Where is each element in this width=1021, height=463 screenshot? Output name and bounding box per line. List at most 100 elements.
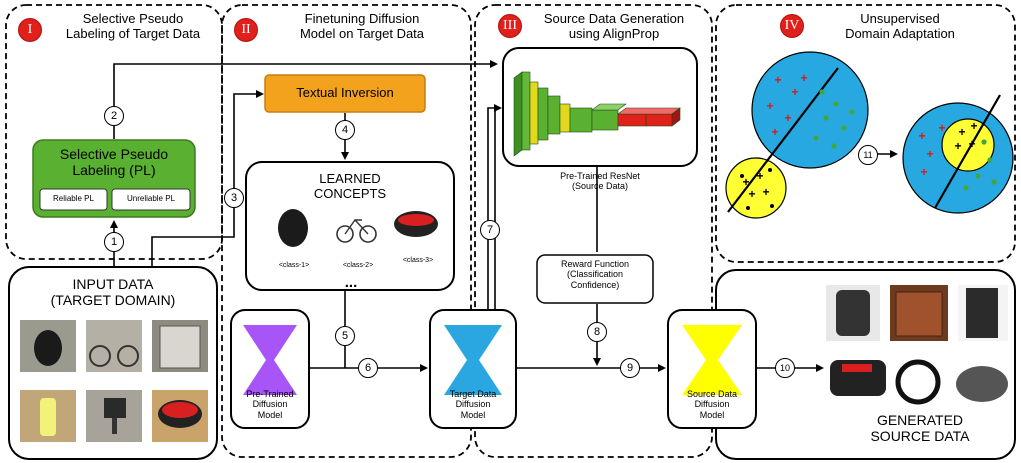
textual-inversion-box [264, 74, 426, 113]
svg-text:+: + [756, 169, 763, 183]
concepts-ellipsis: ... [344, 274, 358, 291]
stage-title-2-line2: Model on Target Data [299, 25, 425, 41]
target-line1: Target Data [449, 389, 497, 399]
pretrained-diffusion-hourglass [243, 325, 297, 395]
stage-title-1-line1: Selective Pseudo [82, 11, 184, 26]
svg-text:+: + [748, 187, 755, 201]
step-9: 9 [620, 358, 640, 378]
svg-text:+: + [958, 125, 965, 139]
stage-badge-2: II [234, 18, 258, 42]
svg-text:+: + [742, 175, 749, 189]
step-10: 10 [775, 358, 795, 378]
pseudo-labeling-line1: Selective Pseudo [59, 146, 169, 162]
stage-title-2: Finetuning Diffusion Model on Target Dat… [262, 11, 462, 42]
pseudo-labeling-title: Selective Pseudo Labeling (PL) [33, 146, 195, 178]
source-diffusion-label: Source Data Diffusion Model [668, 389, 756, 420]
reliable-pl-label: Reliable PL [53, 194, 94, 203]
target-diffusion-label: Target Data Diffusion Model [430, 389, 516, 420]
concept-class-3: <class-3> [402, 257, 434, 264]
step-7: 7 [480, 220, 500, 240]
source-line2: Diffusion [694, 399, 730, 410]
step-6: 6 [358, 358, 378, 378]
panel-stage-2 [221, 4, 472, 458]
resnet-caption: Pre-Trained ResNet (Source Data) [522, 171, 678, 192]
learned-concepts-line1: LEARNED [319, 171, 381, 186]
domain-after-graphic [902, 94, 1014, 214]
pretrained-diffusion-label: Pre-Trained Diffusion Model [231, 389, 309, 420]
stage-badge-3: III [498, 14, 522, 38]
concept-icons [278, 209, 438, 247]
step-2: 2 [104, 106, 124, 126]
step-4: 4 [335, 120, 355, 140]
reward-line1: Reward Function [560, 259, 630, 269]
svg-text:+: + [938, 121, 945, 135]
reward-line3: Confidence) [570, 279, 620, 290]
svg-text:+: + [954, 139, 961, 153]
svg-text:+: + [774, 73, 781, 87]
input-data-line1: INPUT DATA [72, 276, 154, 292]
svg-text:+: + [970, 119, 977, 133]
resnet-layers-graphic [513, 71, 681, 157]
reward-label: Reward Function (Classification Confiden… [537, 259, 653, 290]
pretrained-line3: Model [257, 409, 283, 420]
generated-image-grid [826, 285, 1008, 405]
target-line3: Model [460, 409, 486, 420]
stage-title-1-line2: Labeling of Target Data [65, 25, 201, 41]
stage-title-4-line1: Unsupervised [860, 11, 940, 26]
panel-stage-3 [474, 4, 713, 458]
resnet-line2: (Source Data) [571, 181, 629, 192]
source-line3: Model [699, 409, 725, 420]
learned-concepts-line2: CONCEPTS [313, 185, 387, 201]
stage-title-1: Selective Pseudo Labeling of Target Data [48, 11, 218, 42]
generated-helmet-icon [956, 366, 1008, 402]
svg-text:+: + [926, 147, 933, 161]
learned-concepts-title: LEARNED CONCEPTS [246, 171, 454, 202]
svg-text:+: + [771, 125, 778, 139]
target-diffusion-hourglass [444, 325, 502, 395]
helmet-icon [394, 211, 438, 237]
target-line2: Diffusion [455, 399, 491, 410]
pretrained-line1: Pre-Trained [246, 389, 294, 399]
pseudo-labeling-line2: Labeling (PL) [72, 162, 156, 179]
pretrained-line2: Diffusion [252, 399, 288, 410]
source-line1: Source Data [686, 389, 738, 399]
input-data-title: INPUT DATA (TARGET DOMAIN) [9, 276, 217, 308]
svg-text:+: + [968, 137, 975, 151]
step-11: 11 [858, 145, 878, 165]
step-8: 8 [587, 322, 607, 342]
svg-text:+: + [766, 99, 773, 113]
stage-badge-1: I [18, 18, 42, 42]
step-3: 3 [224, 188, 244, 208]
svg-text:+: + [920, 165, 927, 179]
concept-class-2: <class-2> [342, 262, 374, 269]
step-5: 5 [335, 326, 355, 346]
step-1: 1 [104, 232, 124, 252]
input-data-line2: (TARGET DOMAIN) [50, 292, 176, 309]
textual-inversion-label: Textual Inversion [296, 85, 394, 100]
unreliable-pl-label: Unreliable PL [126, 194, 176, 203]
generated-title: GENERATED SOURCE DATA [840, 412, 1000, 444]
backpack-icon [278, 209, 308, 247]
svg-text:+: + [762, 185, 769, 199]
stage-title-3-line1: Source Data Generation [543, 11, 685, 26]
stage-title-3-line2: using AlignProp [568, 25, 660, 41]
reliable-pl-chip [39, 188, 108, 211]
source-diffusion-hourglass [682, 325, 742, 395]
svg-text:+: + [791, 85, 798, 99]
generated-line1: GENERATED [876, 412, 964, 428]
domain-markers: + + + + + + ++ ++ ++ ++ ++ ++ [740, 71, 997, 210]
svg-text:+: + [784, 111, 791, 125]
svg-text:+: + [918, 129, 925, 143]
stage-title-4-line2: Domain Adaptation [845, 25, 955, 41]
input-image-grid [20, 320, 208, 442]
concept-class-1: <class-1> [278, 262, 310, 269]
unreliable-pl-chip [111, 188, 191, 211]
stage-title-2-line1: Finetuning Diffusion [304, 11, 420, 26]
generated-line2: SOURCE DATA [870, 428, 970, 445]
stage-badge-4: IV [780, 14, 804, 38]
domain-before-graphic [725, 51, 869, 219]
reward-line2: (Classification [566, 269, 624, 280]
headphones-icon [895, 359, 941, 405]
svg-text:+: + [800, 71, 807, 85]
